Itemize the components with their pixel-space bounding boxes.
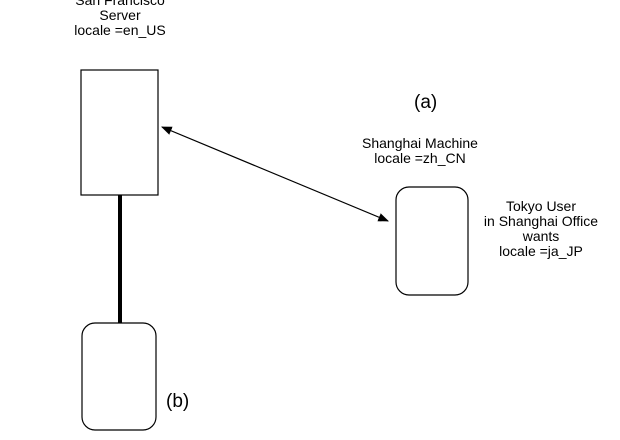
tokyo-user-label: Tokyo User in Shanghai Office wants loca… (466, 199, 616, 259)
marker-b-label: (b) (166, 391, 190, 412)
server-label-line-3: locale =en_US (74, 22, 166, 38)
san-francisco-server-label: San Francisco Server locale =en_US (0, 0, 240, 38)
shanghai-label-line-1: Shanghai Machine (362, 135, 478, 151)
server-label-line-2: Server (99, 7, 141, 23)
marker-a-label: (a) (414, 92, 438, 113)
tokyo-label-line-2: in Shanghai Office (483, 213, 599, 229)
server-label-line-1: San Francisco (75, 0, 165, 8)
shanghai-label-line-2: locale =zh_CN (374, 150, 466, 166)
shanghai-machine-box (395, 186, 469, 296)
shanghai-machine-label: Shanghai Machine locale =zh_CN (340, 136, 500, 166)
tokyo-label-line-4: locale =ja_JP (499, 243, 583, 259)
client-b-box (81, 322, 157, 431)
san-francisco-server-box (80, 69, 159, 196)
server-shanghai-arrow (161, 126, 389, 222)
tokyo-label-line-3: wants (522, 228, 560, 244)
tokyo-label-line-1: Tokyo User (505, 198, 577, 214)
